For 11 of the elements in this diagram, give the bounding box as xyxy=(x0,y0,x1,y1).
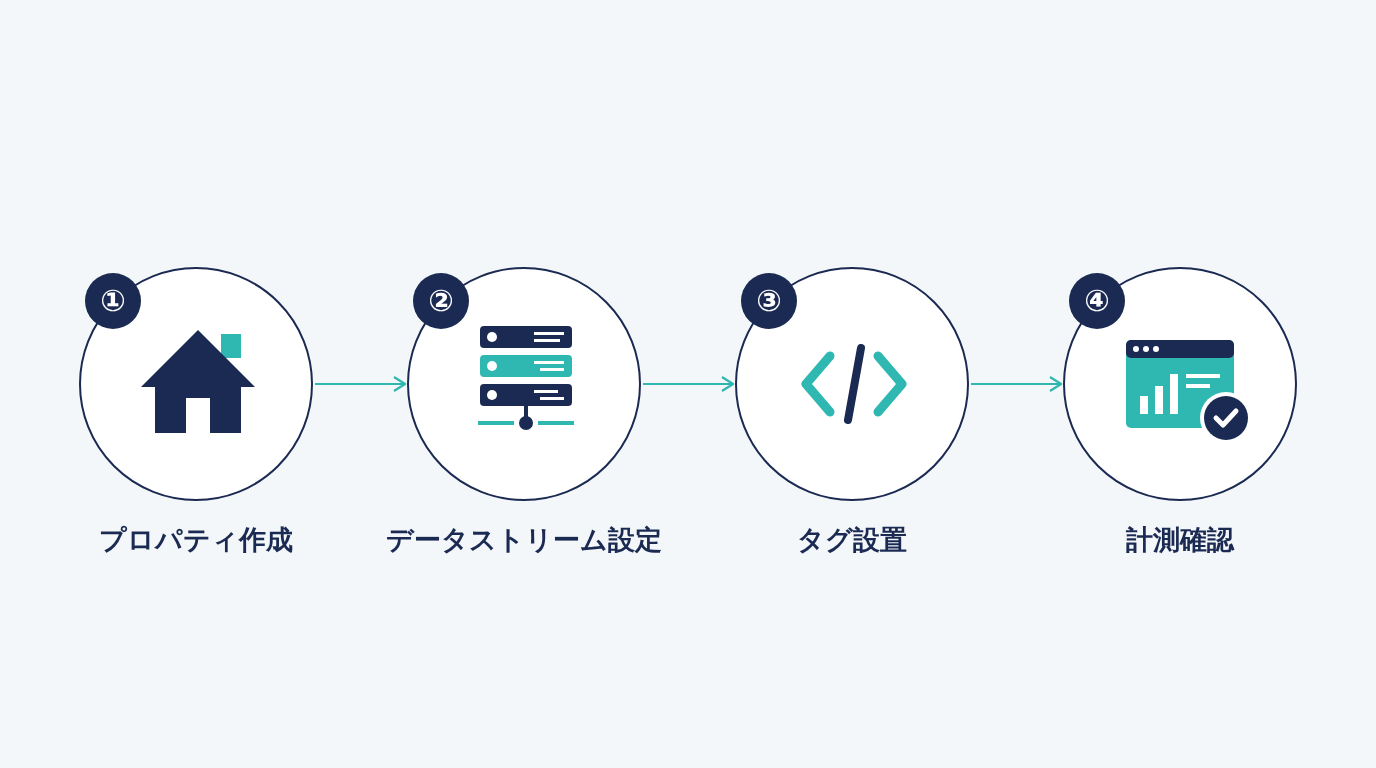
step-number-badge: ② xyxy=(413,273,469,329)
step-number-badge: ④ xyxy=(1069,273,1125,329)
step-label: データストリーム設定 xyxy=(386,523,662,557)
arrow xyxy=(970,375,1063,393)
step-label: 計測確認 xyxy=(1126,523,1234,557)
step-label: タグ設置 xyxy=(797,523,907,557)
arrow xyxy=(314,375,407,393)
step-number-badge: ③ xyxy=(741,273,797,329)
arrow xyxy=(642,375,735,393)
step-number-badge: ① xyxy=(85,273,141,329)
step-label: プロパティ作成 xyxy=(99,523,293,557)
